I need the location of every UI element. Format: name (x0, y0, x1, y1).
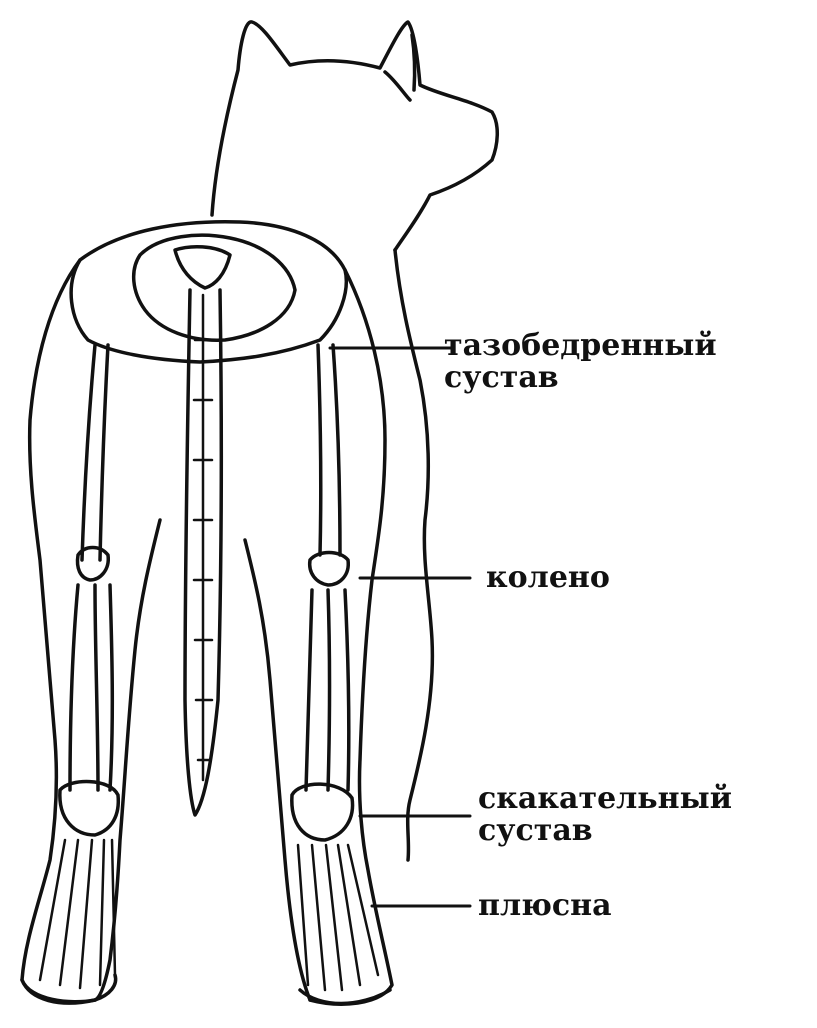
cat-body-right-outline (395, 250, 432, 860)
right-femur (318, 345, 340, 555)
right-leg-outline (310, 270, 392, 1004)
tail-vertebrae (194, 295, 212, 780)
cat-ear-inner-2 (412, 35, 415, 90)
label-hock-line2: сустав (478, 815, 732, 847)
left-leg-inner (95, 520, 160, 1000)
cat-ear-inner (385, 72, 410, 100)
right-hock (292, 784, 353, 840)
label-hip-line1: тазобедренный (444, 330, 717, 362)
left-femur (82, 345, 108, 560)
label-hock-joint: скакательный сустав (478, 783, 732, 847)
left-metatarsals (40, 840, 115, 988)
cat-head-outline (212, 22, 497, 250)
left-leg-outline (22, 260, 95, 1002)
left-tibia (70, 585, 112, 790)
pelvis-inner (134, 235, 295, 340)
left-knee-cap (78, 548, 109, 581)
label-hip-line2: сустав (444, 362, 717, 394)
sacrum (175, 247, 230, 288)
label-hip-joint: тазобедренный сустав (444, 330, 717, 394)
right-tibia (306, 590, 349, 790)
label-metatarsus: плюсна (478, 890, 612, 922)
label-hock-line1: скакательный (478, 783, 732, 815)
right-knee-cap (310, 553, 349, 586)
right-leg-inner (245, 540, 310, 1000)
label-knee: колено (486, 562, 610, 594)
